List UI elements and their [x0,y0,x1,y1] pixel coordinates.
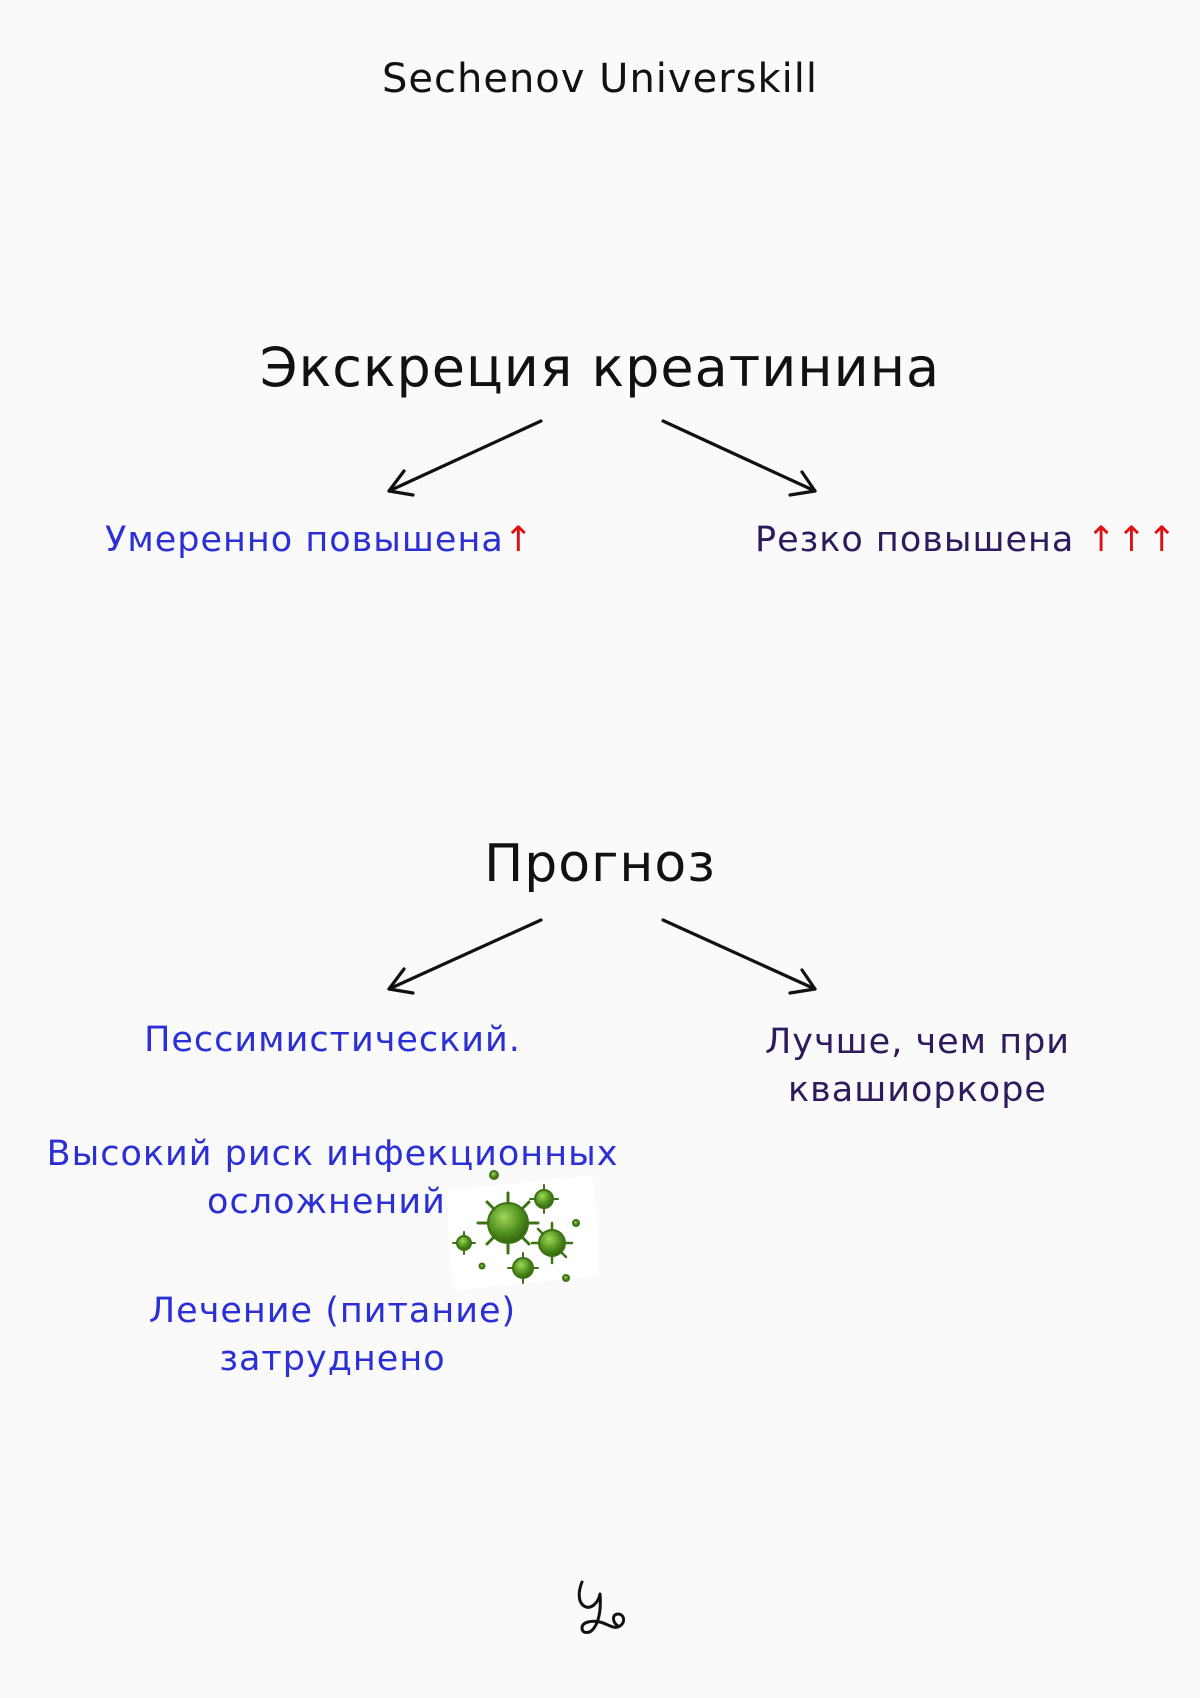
virus-icon [448,1170,598,1291]
sharply-elevated-label: Резко повышена ↑↑↑ [755,520,1178,560]
better-than-kwashiorkor-label: Лучше, чем при квашиоркоре [705,1018,1130,1114]
treatment-line2: затруднено [219,1339,446,1379]
treatment-label: Лечение (питание) затруднено [40,1287,625,1383]
up-arrow-triple: ↑↑↑ [1086,520,1178,560]
up-arrow-single: ↑ [503,520,535,560]
sharply-elevated-text: Резко повышена [755,520,1087,560]
prognosis-heading: Прогноз [484,834,716,894]
arrow-right-excretion [661,419,817,497]
moderately-elevated-text: Умеренно повышена [105,520,504,560]
better-line2: квашиоркоре [788,1070,1047,1110]
infection-risk-line1: Высокий риск инфекционных [46,1134,619,1174]
treatment-line1: Лечение (питание) [148,1291,517,1331]
moderately-elevated-label: Умеренно повышена↑ [105,520,534,560]
infection-risk-label: Высокий риск инфекционных осложнений. [20,1130,645,1226]
pessimistic-label: Пессимистический. [144,1020,521,1060]
better-line1: Лучше, чем при [764,1022,1071,1062]
arrow-right-prognosis [661,918,817,995]
excretion-heading: Экскреция креатинина [259,336,941,399]
brand-title: Sechenov Universkill [382,56,818,102]
infection-risk-line2: осложнений. [207,1182,458,1222]
universkill-logo-icon [577,1580,626,1634]
arrow-left-prognosis [387,918,543,995]
arrow-left-excretion [387,419,543,497]
